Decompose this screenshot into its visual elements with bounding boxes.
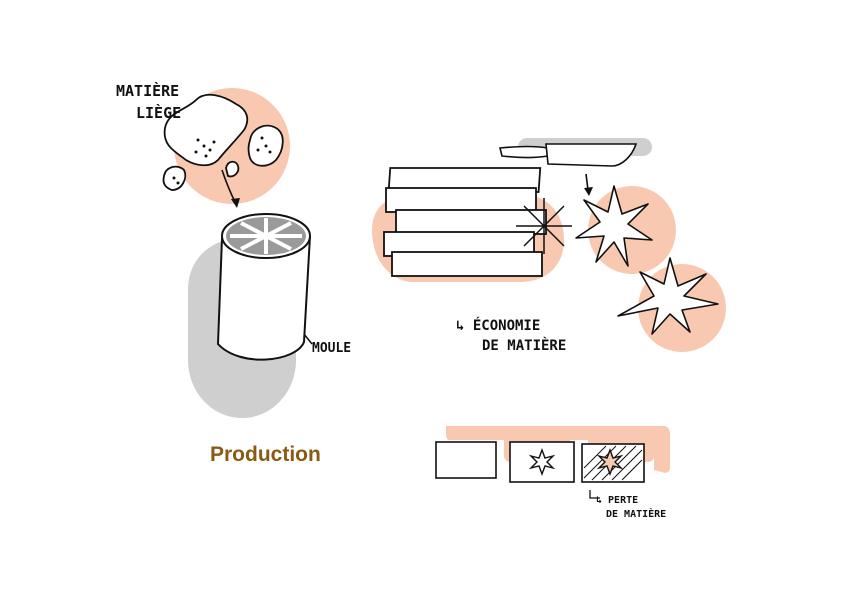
loss-group [435, 426, 670, 499]
label-moule: MOULE [312, 341, 351, 356]
arrow-to-slice [585, 173, 589, 191]
mould-cylinder [216, 235, 311, 361]
page-title: Production [210, 443, 321, 466]
tile-2-star [528, 448, 556, 476]
label-liege: LIÈGE [136, 103, 181, 122]
label-economie-line1: ↳ ÉCONOMIE [456, 317, 540, 334]
mould-star-pattern [226, 217, 306, 255]
label-matiere: MATIÈRE [116, 81, 179, 100]
label-economie-line2: DE MATIÈRE [482, 337, 566, 354]
arrow-to-mould-head [231, 198, 240, 208]
extrusion-group [372, 138, 726, 352]
mould-group [188, 213, 313, 418]
cork-material-group [162, 88, 290, 208]
label-perte-line2: DE MATIÈRE [606, 507, 666, 520]
tile-2-outer [509, 441, 575, 483]
knife-group [498, 138, 652, 167]
bar-stack-end-star [516, 198, 572, 254]
star-slice-2 [617, 257, 719, 335]
knife-blade [545, 143, 638, 167]
cork-speckles [172, 136, 272, 185]
tile-3-star [596, 448, 624, 476]
star-slice-1 [575, 185, 653, 267]
knife-handle [498, 145, 549, 159]
arrow-to-slice-head [584, 187, 593, 196]
moule-pointer [303, 333, 313, 345]
cork-chunk-large [163, 93, 249, 167]
cork-chunk-tiny [225, 160, 240, 178]
perte-arrow [589, 490, 600, 499]
tile-1-outer [435, 441, 497, 479]
bar-stack [383, 167, 547, 277]
label-perte-line1: ↳ PERTE [596, 495, 638, 506]
